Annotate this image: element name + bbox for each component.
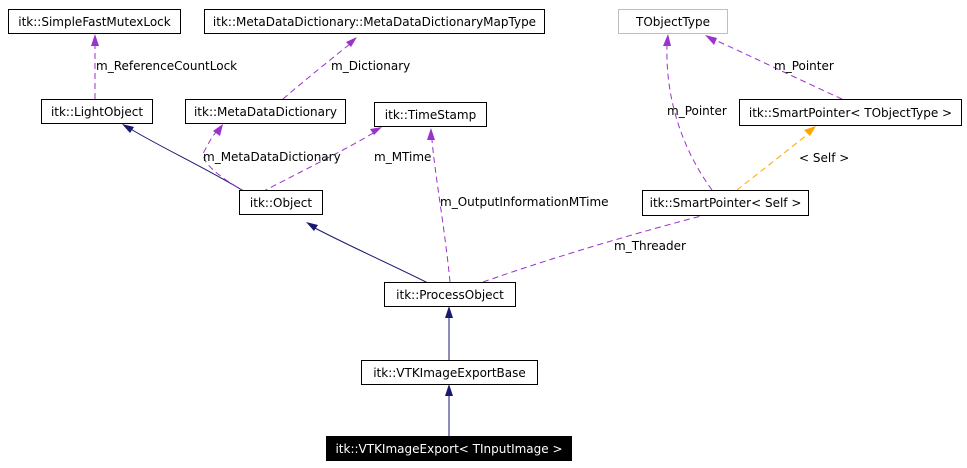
- label-dictionary: m_Dictionary: [331, 59, 411, 73]
- edge-tobjecttype-to-smartpointer-template: [714, 39, 843, 100]
- node-object[interactable]: itk::Object: [239, 190, 323, 215]
- edge-object-to-processobject: [312, 226, 429, 284]
- label-reference-count-lock: m_ReferenceCountLock: [96, 59, 238, 73]
- node-smart-pointer-tobject-type[interactable]: itk::SmartPointer< TObjectType >: [739, 99, 962, 126]
- arrowhead-tobjecttype-left: [663, 34, 671, 46]
- arrowhead-tobjecttype-right: [705, 35, 717, 45]
- label-mtime: m_MTime: [374, 150, 432, 164]
- arrowhead-processobject: [445, 306, 453, 318]
- arrowhead-template: [804, 126, 816, 136]
- node-smart-pointer-self[interactable]: itk::SmartPointer< Self >: [642, 190, 809, 216]
- edge-dictionary-to-object: [202, 127, 247, 193]
- edge-timestamp-to-object: [261, 131, 376, 193]
- node-vtk-image-export-base[interactable]: itk::VTKImageExportBase: [361, 360, 538, 385]
- edge-tobjecttype-to-smartpointer-self: [666, 44, 713, 191]
- arrowhead-timestamp-process: [427, 128, 435, 140]
- node-metadata-dictionary-map-type[interactable]: itk::MetaDataDictionary::MetaDataDiction…: [204, 9, 545, 34]
- label-self: < Self >: [799, 151, 850, 165]
- edge-smartpointer-self-to-processobject: [482, 214, 706, 283]
- node-process-object[interactable]: itk::ProcessObject: [384, 282, 516, 307]
- node-metadata-dictionary[interactable]: itk::MetaDataDictionary: [185, 99, 346, 124]
- label-threader: m_Threader: [614, 239, 686, 253]
- label-pointer-left: m_Pointer: [667, 104, 727, 118]
- edge-template-to-smartpointer-self: [736, 133, 809, 191]
- node-light-object[interactable]: itk::LightObject: [41, 99, 153, 124]
- label-metadata-dictionary: m_MetaDataDictionary: [203, 150, 341, 164]
- arrowhead-lightobject: [122, 124, 134, 133]
- node-simple-fast-mutex-lock[interactable]: itk::SimpleFastMutexLock: [8, 9, 181, 34]
- arrowhead-maptype: [346, 37, 357, 47]
- arrowhead-dictionary: [213, 124, 223, 136]
- node-tobject-type[interactable]: TObjectType: [618, 9, 728, 34]
- arrowhead-exportbase: [445, 384, 453, 396]
- arrowhead-timestamp-object: [370, 127, 382, 135]
- arrowhead-object: [306, 222, 318, 231]
- node-vtk-image-export[interactable]: itk::VTKImageExport< TInputImage >: [326, 436, 572, 461]
- label-pointer-top: m_Pointer: [774, 59, 834, 73]
- label-output-information-mtime: m_OutputInformationMTime: [440, 195, 609, 209]
- edge-timestamp-to-processobject: [431, 139, 451, 283]
- edge-maptype-to-dictionary: [282, 43, 351, 100]
- arrowhead-mutexlock: [91, 34, 99, 46]
- node-time-stamp[interactable]: itk::TimeStamp: [374, 102, 487, 127]
